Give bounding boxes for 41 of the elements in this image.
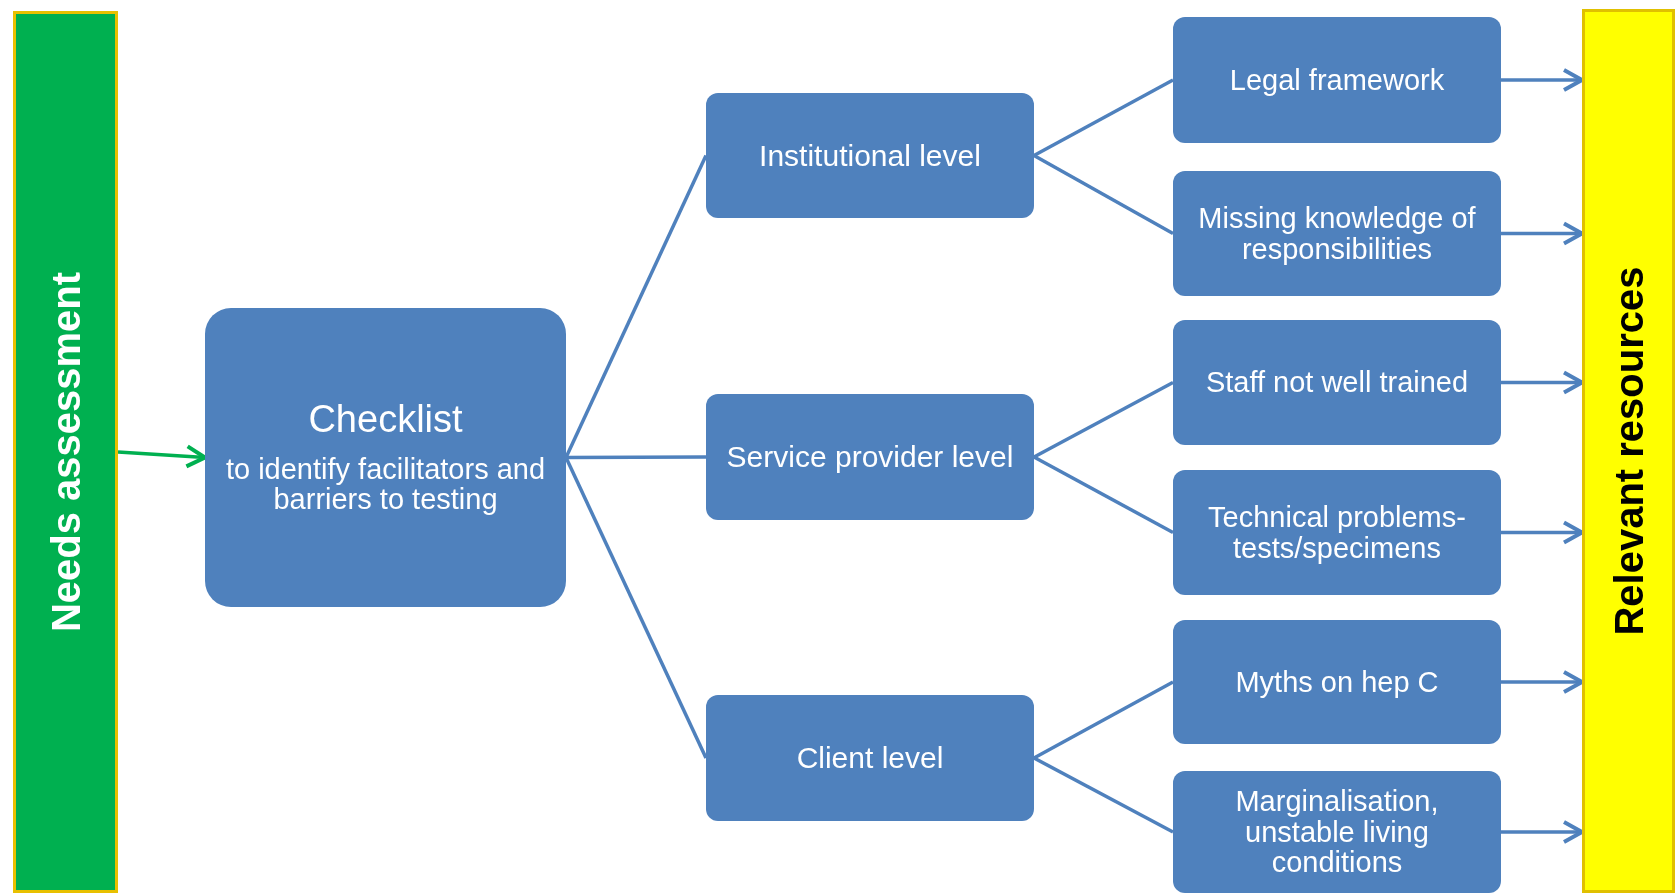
connector-line <box>564 456 708 759</box>
box-heading: Checklist <box>308 400 463 440</box>
level-box <box>706 394 1034 520</box>
connector-line <box>1033 680 1174 760</box>
box-label: Technical problems- tests/specimens <box>1207 502 1467 563</box>
checklist-box <box>205 308 566 607</box>
box-label: Legal framework <box>1229 64 1445 96</box>
factor-box <box>1173 771 1501 893</box>
box-label: Marginalisation, unstable living conditions <box>1234 786 1440 878</box>
arrow <box>1501 820 1584 844</box>
connector-line <box>564 154 708 459</box>
level-box <box>706 93 1034 218</box>
box-label: Missing knowledge of responsibilities <box>1197 203 1477 264</box>
arrow <box>1501 370 1584 395</box>
side-bar <box>1582 9 1675 893</box>
bar-label: Relevant resources <box>1606 266 1651 636</box>
side-bar <box>13 11 118 893</box>
connector-line <box>1033 756 1174 834</box>
box-label: Myths on hep C <box>1235 666 1439 698</box>
box-label: to identify facilitators and barriers to testing <box>224 454 547 515</box>
factor-box <box>1173 620 1501 744</box>
bar-label: Needs assessment <box>43 271 88 633</box>
arrow <box>1501 68 1584 92</box>
box-label: Service provider level <box>726 441 1014 473</box>
factor-box <box>1173 17 1501 143</box>
connector-line <box>1033 153 1174 236</box>
arrow <box>1501 221 1584 246</box>
box-label: Staff not well trained <box>1205 367 1469 398</box>
connector-line <box>1033 78 1174 158</box>
box-label: Client level <box>796 742 944 774</box>
arrow <box>1501 520 1584 545</box>
connector-line <box>1033 455 1174 535</box>
arrow <box>117 444 207 469</box>
level-box <box>706 695 1034 821</box>
connector-line <box>566 455 706 460</box>
factor-box <box>1173 171 1501 296</box>
arrow <box>1501 670 1584 694</box>
connector-line <box>1033 380 1174 459</box>
factor-box <box>1173 320 1501 445</box>
factor-box <box>1173 470 1501 595</box>
box-label: Institutional level <box>759 139 981 172</box>
